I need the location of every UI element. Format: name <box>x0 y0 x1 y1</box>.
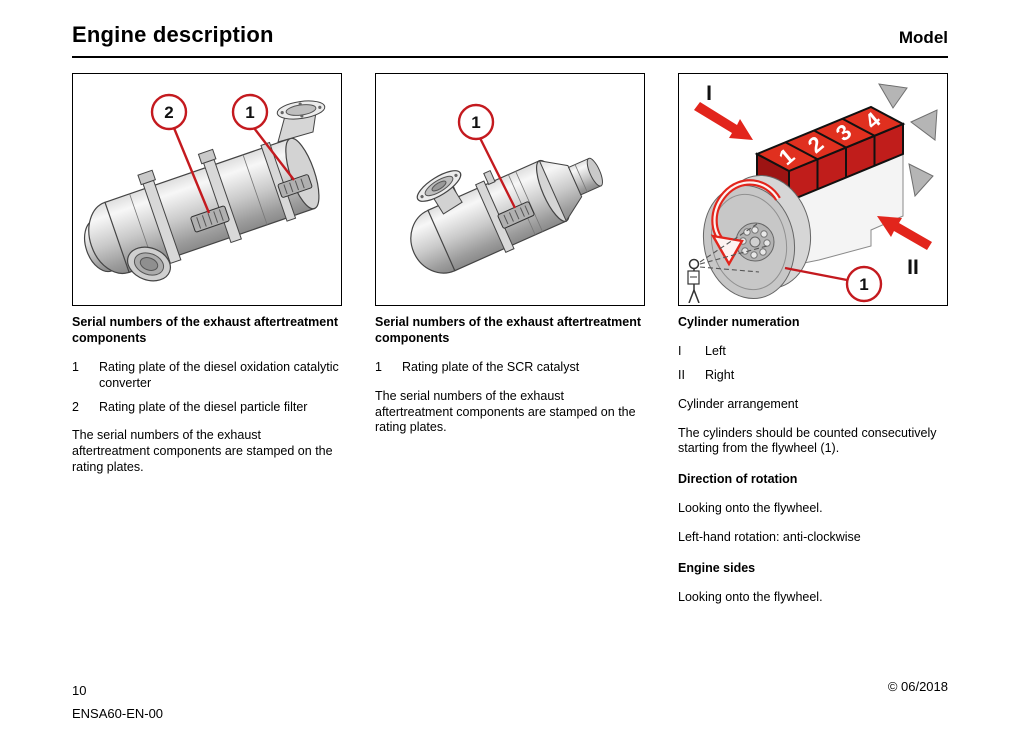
view-right-label: II <box>907 256 919 279</box>
legend: I Left II Right <box>678 344 948 384</box>
sides-title: Engine sides <box>678 560 756 575</box>
callout-2-label: 2 <box>164 103 173 122</box>
legend-text: Left <box>705 343 726 358</box>
legend-key: 2 <box>72 399 79 414</box>
legend-text: Right <box>705 367 735 382</box>
rotation-title: Direction of rotation <box>678 472 798 487</box>
leader-line <box>172 127 211 214</box>
cylinder-strip <box>754 105 906 203</box>
caption-note: The serial numbers of the exhaust aftert… <box>72 428 333 475</box>
sides-text: Looking onto the flywheel. <box>678 589 823 604</box>
arrangement-text: The cylinders should be counted consecut… <box>678 425 937 456</box>
scr-flange <box>416 170 463 215</box>
fan-blades <box>878 83 938 198</box>
legend: 1 Rating plate of the SCR catalyst <box>375 360 645 376</box>
section-label: Model <box>898 28 948 47</box>
scr-vessel <box>410 157 603 274</box>
legend-key: I <box>678 343 682 358</box>
column-cylinders: 1 2 3 4 <box>678 73 948 606</box>
callout-1-label: 1 <box>471 113 480 132</box>
caption-title: Serial numbers of the exhaust aftertreat… <box>72 315 339 345</box>
footer-date: © 06/2018 <box>887 679 948 694</box>
legend-item: II Right <box>678 368 948 384</box>
document-code: ENSA60-EN-00 <box>72 706 164 721</box>
legend-text: Rating plate of the diesel oxidation cat… <box>99 359 339 390</box>
legend-text: Rating plate of the diesel particle filt… <box>99 399 308 414</box>
legend-key: 1 <box>375 359 382 374</box>
caption-title: Serial numbers of the exhaust aftertreat… <box>375 315 642 345</box>
column-doc-dpf: 2 1 Serial numbers of the exhaust aftert… <box>72 73 342 606</box>
clamp-buckle <box>137 169 157 186</box>
caption-doc-dpf: Serial numbers of the exhaust aftertreat… <box>72 315 342 476</box>
callout-1-label: 1 <box>859 275 868 294</box>
exhaust-vessel <box>83 137 320 274</box>
rotation-text-2: Left-hand rotation: anti-clockwise <box>678 530 861 544</box>
outlet-flange <box>127 246 171 282</box>
caption-scr: Serial numbers of the exhaust aftertreat… <box>375 315 645 436</box>
rotation-text-1: Looking onto the flywheel. <box>678 501 823 516</box>
legend: 1 Rating plate of the diesel oxidation c… <box>72 360 342 416</box>
observer-figure <box>687 223 768 303</box>
column-scr: 1 Serial numbers of the exhaust aftertre… <box>375 73 645 606</box>
content-columns: 2 1 Serial numbers of the exhaust aftert… <box>72 73 948 606</box>
rotation-arrow <box>710 179 781 267</box>
figure-box-doc-dpf: 2 1 <box>72 73 342 306</box>
legend-text: Rating plate of the SCR catalyst <box>402 359 580 374</box>
page-title: Engine description <box>72 22 274 47</box>
legend-item: I Left <box>678 344 948 360</box>
leader-line <box>478 137 517 209</box>
inlet-pipe <box>276 100 326 143</box>
footer-left: 10 ENSA60-EN-00 <box>72 679 163 725</box>
doc-dpf-illustration: 2 1 <box>83 93 326 282</box>
caption-note: The serial numbers of the exhaust aftert… <box>375 388 636 435</box>
clamp-buckle <box>197 148 217 165</box>
page-header: Engine description Model <box>72 22 948 58</box>
view-arrow-right <box>877 216 932 250</box>
callout-1-badge <box>845 265 883 303</box>
legend-key: 1 <box>72 359 79 374</box>
figure-box-scr: 1 <box>375 73 645 306</box>
legend-item: 1 Rating plate of the SCR catalyst <box>375 360 645 376</box>
arrangement-title: Cylinder arrangement <box>678 396 799 411</box>
callout-1-label: 1 <box>245 103 254 122</box>
leader-line <box>784 266 848 282</box>
legend-key: II <box>678 367 685 382</box>
view-arrow-left <box>694 102 753 140</box>
callout-1-badge <box>457 103 495 141</box>
callout-1-badge <box>231 93 269 131</box>
leader-line <box>253 127 295 181</box>
callout-2-badge <box>150 93 188 131</box>
caption-title: Cylinder numeration <box>678 315 800 329</box>
vessel-nub <box>483 169 496 186</box>
legend-item: 2 Rating plate of the diesel particle fi… <box>72 400 342 416</box>
legend-item: 1 Rating plate of the diesel oxidation c… <box>72 360 342 392</box>
engine-illustration: 1 2 3 4 <box>687 82 938 303</box>
view-left-label: I <box>706 82 712 105</box>
caption-cylinders: Cylinder numeration I Left II Right Cyli… <box>678 315 948 606</box>
figure-box-engine: 1 2 3 4 <box>678 73 948 306</box>
scr-illustration: 1 <box>410 103 603 274</box>
page-number: 10 <box>72 683 87 698</box>
rating-plate-scr <box>497 201 535 229</box>
